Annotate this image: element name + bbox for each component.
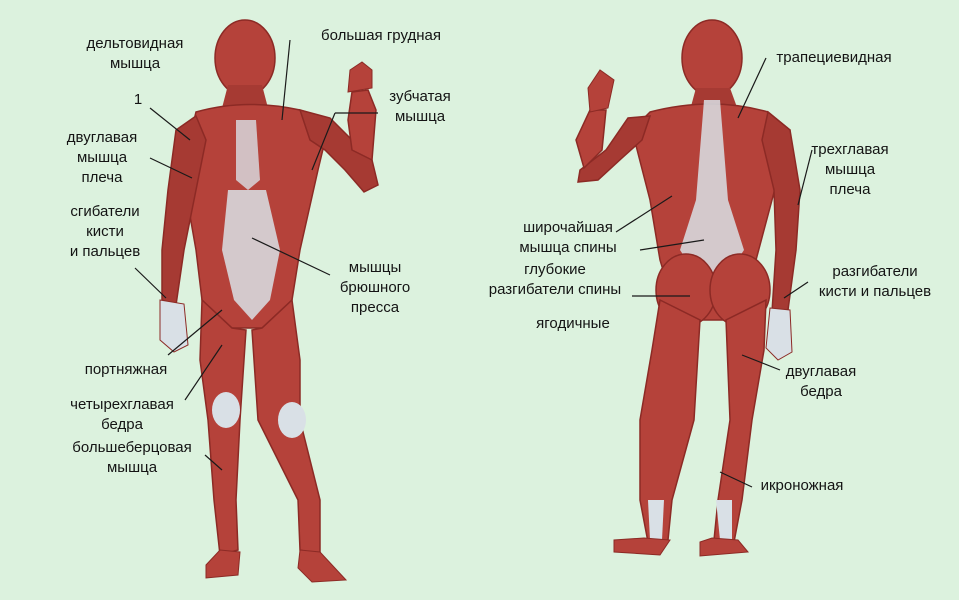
label-number-1: 1 bbox=[133, 91, 143, 108]
label-tibialis: большеберцовая мышца bbox=[72, 439, 192, 476]
label-biceps-femoris: двуглавая бедра bbox=[785, 363, 857, 400]
label-abdominal: мышцы брюшного пресса bbox=[339, 259, 411, 316]
label-sartorius: портняжная bbox=[84, 361, 168, 378]
leader-deep bbox=[639, 239, 705, 251]
leader-extensors bbox=[783, 281, 809, 299]
label-quadriceps: четырехглавая бедра bbox=[70, 396, 174, 433]
label-gastrocnemius: икроножная bbox=[760, 477, 844, 494]
leader-1 bbox=[149, 107, 191, 141]
label-biceps: двуглавая мышца плеча bbox=[66, 129, 138, 186]
label-trapezius: трапециевидная bbox=[776, 49, 892, 66]
leader-abdominal bbox=[251, 237, 331, 276]
label-deltoid: дельтовидная мышца bbox=[86, 35, 184, 72]
leader-triceps bbox=[797, 149, 813, 206]
back-figure bbox=[575, 19, 801, 557]
label-gluteal: ягодичные bbox=[536, 315, 610, 332]
leader-tibialis bbox=[204, 454, 223, 471]
label-serratus: зубчатая мышца bbox=[389, 88, 451, 125]
label-pectoral: большая грудная bbox=[321, 27, 441, 44]
leader-lines bbox=[134, 39, 813, 488]
leader-latissimus bbox=[615, 195, 673, 233]
leader-biceps-femoris bbox=[741, 354, 781, 371]
leader-flexors bbox=[134, 267, 167, 299]
label-latissimus: широчайшая мышца спины bbox=[519, 219, 617, 256]
leader-sartorius bbox=[167, 309, 223, 356]
label-deep-extensors: глубокие разгибатели спины bbox=[488, 261, 622, 298]
label-triceps: трехглавая мышца плеча bbox=[811, 141, 889, 198]
leader-biceps bbox=[149, 157, 193, 179]
leader-serratus-b bbox=[311, 112, 336, 171]
leader-quadriceps bbox=[184, 344, 223, 401]
leader-pectoral bbox=[281, 39, 291, 121]
front-figure bbox=[159, 19, 379, 583]
label-extensors: разгибатели кисти и пальцев bbox=[818, 263, 932, 300]
leader-trapezius bbox=[737, 57, 767, 119]
leader-gastrocnemius bbox=[719, 471, 753, 488]
label-flexors: сгибатели кисти и пальцев bbox=[69, 203, 141, 260]
